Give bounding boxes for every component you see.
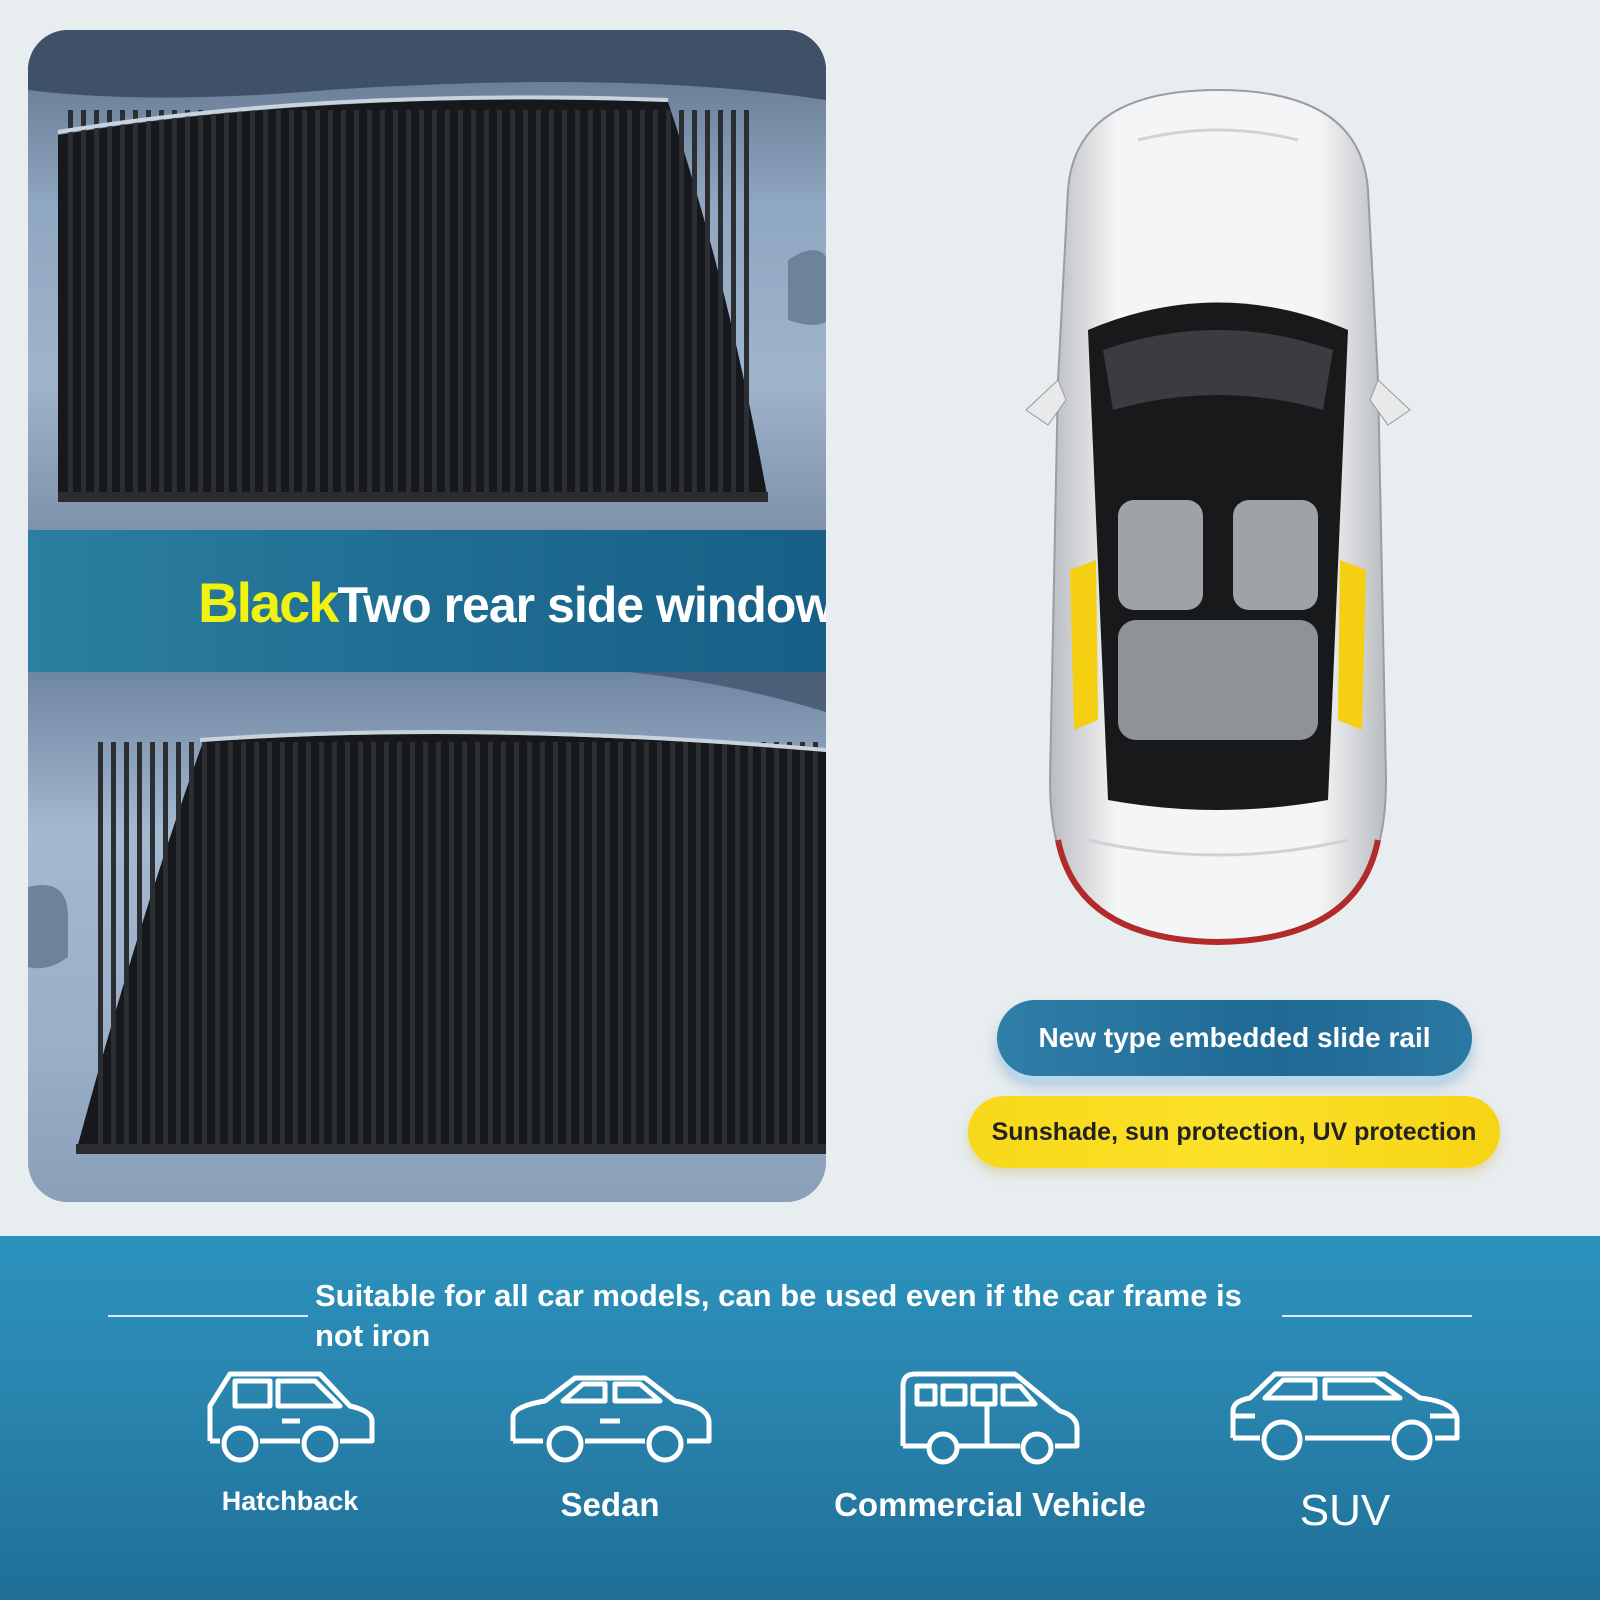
- color-label-band: BlackTwo rear side windows: [28, 530, 826, 672]
- vehicle-type-suv: SUV: [1225, 1366, 1465, 1536]
- color-name: Black: [198, 571, 339, 634]
- curtain-pleats-top: [68, 110, 749, 495]
- protection-feature-badge: Sunshade, sun protection, UV protection: [968, 1096, 1500, 1168]
- window-description: Two rear side windows: [337, 577, 826, 633]
- rear-window-curtain-photo-top: [28, 30, 826, 530]
- divider-line-left: [108, 1315, 308, 1317]
- product-photo-card: BlackTwo rear side windows: [28, 30, 826, 1202]
- vehicle-type-commercial: Commercial Vehicle: [830, 1366, 1150, 1524]
- slide-rail-feature-badge: New type embedded slide rail: [997, 1000, 1472, 1076]
- curtain-pleats-bottom: [98, 742, 818, 1147]
- vehicle-label: Sedan: [560, 1486, 660, 1523]
- sedan-icon: [510, 1375, 712, 1463]
- vehicle-label: SUV: [1299, 1486, 1391, 1535]
- van-icon: [900, 1371, 1080, 1465]
- color-label: BlackTwo rear side windows: [198, 570, 826, 635]
- vehicle-label: Commercial Vehicle: [834, 1486, 1146, 1523]
- hatchback-icon: [207, 1371, 375, 1463]
- suv-icon: [1230, 1371, 1460, 1461]
- vehicle-type-hatchback: Hatchback: [190, 1366, 390, 1517]
- compatibility-section: Suitable for all car models, can be used…: [0, 1236, 1600, 1600]
- vehicle-type-sedan: Sedan: [505, 1366, 715, 1524]
- rear-window-curtain-photo-bottom: [28, 672, 826, 1202]
- compatibility-tagline: Suitable for all car models, can be used…: [315, 1278, 1242, 1353]
- divider-line-right: [1282, 1315, 1472, 1317]
- vehicle-label: Hatchback: [221, 1486, 359, 1516]
- car-top-view-illustration: [1018, 80, 1418, 960]
